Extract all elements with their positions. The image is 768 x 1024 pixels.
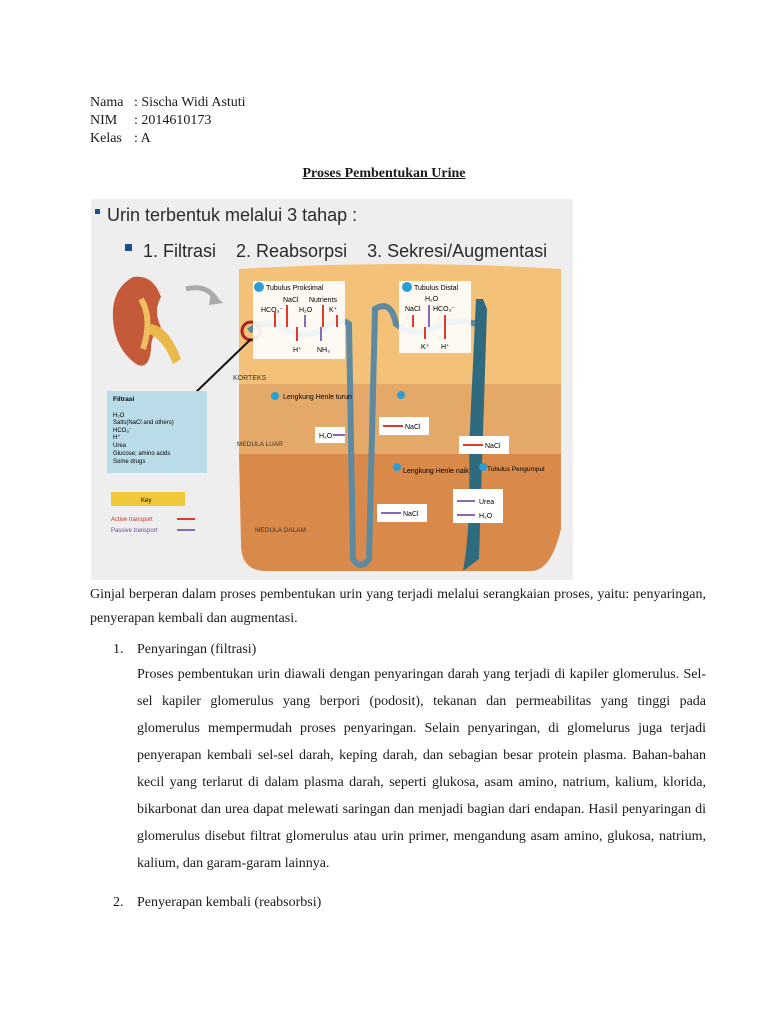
header-kelas: Kelas : A	[90, 130, 151, 148]
info-icon	[402, 282, 412, 292]
name-value: : Sischa Widi Astuti	[134, 95, 246, 110]
kelas-label: Kelas	[90, 131, 122, 146]
kelas-value: : A	[134, 131, 151, 146]
item-title: Penyaringan (filtrasi)	[137, 642, 257, 657]
k-label: K⁺	[329, 306, 338, 314]
h-label: H⁺	[441, 343, 450, 351]
name-label: Nama	[90, 95, 124, 110]
hco3-label: HCO₃⁻	[261, 307, 283, 314]
tubulus-distal-label: Tubulus Distal	[414, 285, 459, 292]
key-label: Key	[141, 498, 151, 504]
tubulus-proksimal-label: Tubulus Proksimal	[266, 285, 324, 292]
filtrasi-item: Some drugs	[113, 459, 145, 465]
filtrasi-item: Urea	[113, 443, 127, 449]
nutrients-label: Nutrients	[309, 297, 338, 304]
info-icon	[393, 463, 401, 471]
h2o-label: H₂O	[425, 296, 439, 303]
figure-heading: Urin terbentuk melalui 3 tahap :	[107, 205, 357, 225]
item-title: Penyerapan kembali (reabsorbsi)	[137, 895, 322, 910]
nacl-label: NaCl	[283, 297, 299, 304]
tubulus-pengumpul-label: Tubulus Pengumpul	[487, 466, 545, 473]
key-box	[111, 492, 185, 506]
lengkung-turun-label: Lengkung Henle turun	[283, 394, 352, 401]
h2o-label: H₂O	[479, 513, 493, 520]
item-number: 2.	[113, 895, 124, 910]
figure-stages: 1. Filtrasi 2. Reabsorpsi 3. Sekresi/Aug…	[143, 241, 547, 261]
medula-dalam-label: MEDULA DALAM	[255, 527, 306, 534]
k-label: K⁺	[421, 343, 430, 351]
item-number: 1.	[113, 642, 124, 657]
item-body: Proses pembentukan urin diawali dengan p…	[137, 667, 706, 871]
nacl-label: NaCl	[485, 443, 501, 450]
hco3-label: HCO₃⁻	[433, 306, 455, 313]
header-nim: NIM : 2014610173	[90, 112, 211, 130]
intro-paragraph: Ginjal berperan dalam proses pembentukan…	[90, 587, 706, 626]
kidney-figure: Urin terbentuk melalui 3 tahap : 1. Filt…	[91, 199, 573, 580]
passive-transport-label: Passive transport	[111, 528, 158, 534]
kidney-icon	[112, 276, 181, 366]
header-name: Nama : Sischa Widi Astuti	[90, 94, 246, 112]
nacl-label: NaCl	[405, 306, 421, 313]
filtrasi-item: Salts(NaCl and others)	[113, 420, 174, 426]
info-icon	[271, 392, 279, 400]
filtrasi-item: HCO₃⁻	[113, 428, 132, 434]
nim-value: : 2014610173	[134, 113, 212, 128]
lengkung-naik-label: Lengkung Henle naik	[403, 468, 469, 475]
active-transport-label: Active transport	[111, 517, 153, 523]
filtrasi-title: Filtrasi	[113, 396, 135, 403]
filtrasi-item: H⁺	[113, 434, 121, 441]
urea-label: Urea	[479, 499, 494, 506]
filtrasi-box	[107, 391, 207, 473]
h2o-label: H₂O	[319, 433, 333, 440]
filtrasi-item: Glucose; amino acids	[113, 451, 170, 457]
h-label: H⁺	[293, 346, 302, 354]
filtrasi-item: H₂O	[113, 413, 125, 419]
page-title: Proses Pembentukan Urine	[302, 166, 466, 181]
bullet-icon	[125, 244, 132, 251]
korteks-label: KORTEKS	[233, 375, 267, 382]
medula-luar-label: MEDULA LUAR	[237, 441, 283, 448]
info-icon	[254, 282, 264, 292]
nacl-label: NaCl	[403, 511, 419, 518]
nh3-label: NH₃	[317, 347, 330, 354]
info-icon	[479, 463, 487, 471]
info-icon	[397, 391, 405, 399]
nim-label: NIM	[90, 113, 118, 128]
nacl-label: NaCl	[405, 424, 421, 431]
bullet-icon	[95, 209, 100, 214]
collecting-duct	[463, 299, 487, 571]
h2o-label: H₂O	[299, 307, 313, 314]
